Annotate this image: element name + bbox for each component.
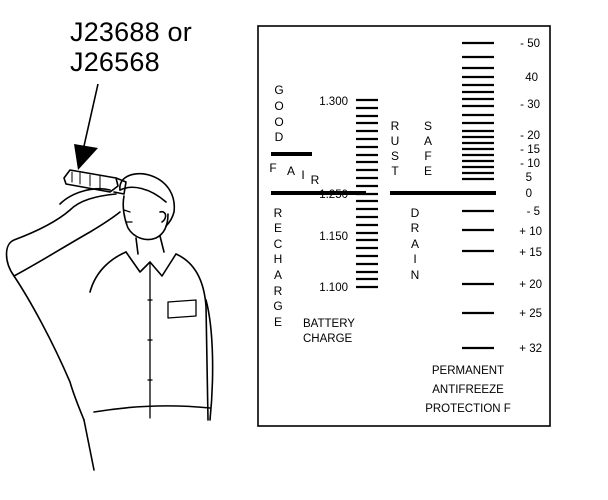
fair-letter: I [301,168,304,182]
leader-arrow [74,83,99,170]
good-letter: D [275,130,284,144]
safe-label: S A F E [424,119,432,178]
fair-letter: A [287,164,295,178]
battery-tick-marks [356,98,378,289]
safe-drain-divider [390,191,496,195]
good-letter: O [274,99,283,113]
tool-number-line1: J23688 or [70,17,192,47]
antifreeze-scale: - 50 40 - 30 - 20 - 15 - 10 5 0 - 5 + 10… [425,38,542,415]
fair-recharge-divider [271,191,366,195]
rust-letter: U [391,134,400,148]
drain-letter: R [411,221,420,235]
recharge-letter: E [274,315,282,329]
rust-letter: T [391,164,399,178]
battery-value-1300: 1.300 [319,96,348,108]
fair-letter: R [311,173,320,187]
battery-value-1250: 1.250 [319,189,348,201]
battery-scale: G O O D F A I R R E C H A R G E [269,83,378,345]
antifreeze-label-plus-32: + 32 [519,343,542,355]
tool-number-line2: J26568 [70,47,160,77]
good-label: G O O D [274,83,283,144]
recharge-letter: H [274,252,283,266]
safe-letter: S [424,119,432,133]
antifreeze-label-0: 0 [526,188,532,200]
battery-charge-label-line1: BATTERY [303,318,355,330]
antifreeze-label-minus-50: - 50 [520,38,540,50]
fair-label: F A I R [269,161,319,187]
good-fair-divider [271,152,312,156]
drain-letter: I [413,252,416,266]
antifreeze-tick-marks [462,41,494,350]
good-letter: G [274,83,283,97]
recharge-letter: C [274,237,283,251]
antifreeze-label-40: 40 [525,72,538,84]
recharge-letter: R [274,284,283,298]
antifreeze-label-minus-20: - 20 [520,130,540,142]
antifreeze-caption-line2: ANTIFREEZE [432,384,504,396]
coolant-condition-scale: R U S T S A F E D R A I N [390,119,496,282]
good-letter: O [274,115,283,129]
antifreeze-caption-line1: PERMANENT [432,365,504,377]
scale-frame [257,25,551,427]
battery-value-1150: 1.150 [319,231,348,243]
antifreeze-label-plus-10: + 10 [519,226,542,238]
safe-letter: F [424,149,431,163]
recharge-letter: G [273,299,282,313]
drain-letter: A [411,237,419,251]
technician-figure [5,169,214,471]
battery-charge-label-line2: CHARGE [303,333,353,345]
antifreeze-label-plus-15: + 15 [519,247,542,259]
antifreeze-label-minus-15: - 15 [520,144,540,156]
safe-letter: E [424,164,432,178]
antifreeze-caption-line3: PROTECTION F [425,403,511,415]
antifreeze-label-plus-20: + 20 [519,279,542,291]
rust-letter: S [391,149,399,163]
recharge-letter: A [274,268,282,282]
drain-letter: D [411,206,420,220]
recharge-letter: R [274,206,283,220]
drain-letter: N [411,268,420,282]
recharge-label: R E C H A R G E [273,206,282,329]
antifreeze-label-minus-5: - 5 [527,206,540,218]
recharge-letter: E [274,221,282,235]
antifreeze-label-minus-30: - 30 [520,99,540,111]
fair-letter: F [269,161,276,175]
battery-value-1100: 1.100 [319,282,348,294]
drain-label: D R A I N [411,206,420,282]
antifreeze-label-minus-10: - 10 [520,158,540,170]
rust-label: R U S T [391,119,400,178]
safe-letter: A [424,134,432,148]
antifreeze-label-5: 5 [526,172,532,184]
rust-letter: R [391,119,400,133]
antifreeze-label-plus-25: + 25 [519,308,542,320]
